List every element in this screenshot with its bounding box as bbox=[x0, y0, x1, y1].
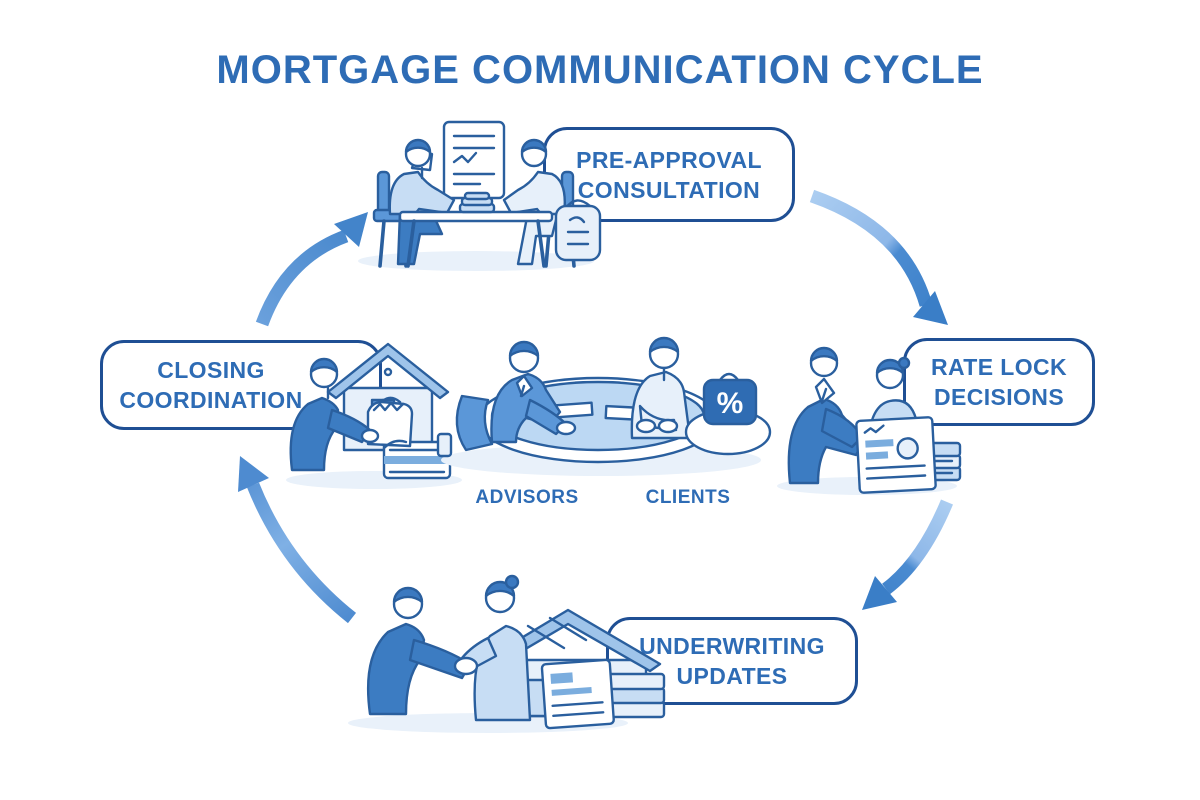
stage-label-line: DECISIONS bbox=[933, 384, 1065, 410]
stage-label-line: UPDATES bbox=[676, 663, 788, 689]
chair bbox=[455, 394, 494, 452]
page-title: MORTGAGE COMMUNICATION CYCLE bbox=[216, 48, 984, 92]
cycle-arrow-bottom-left bbox=[238, 456, 357, 624]
bag-icon bbox=[554, 199, 602, 262]
advisor-figure bbox=[490, 340, 577, 444]
stage-label-line: COORDINATION bbox=[119, 387, 303, 413]
percent-badge-icon: % bbox=[702, 372, 758, 426]
desk bbox=[398, 210, 554, 223]
stage-label-line: CONSULTATION bbox=[577, 176, 761, 203]
cycle-arrow-top-left bbox=[255, 212, 368, 327]
illustration-pre-approval-consultation bbox=[358, 120, 602, 271]
stage-box-rate-lock: RATE LOCK DECISIONS bbox=[903, 338, 1095, 426]
paper-stack-icon bbox=[458, 191, 496, 214]
clients-label: CLIENTS bbox=[645, 487, 731, 508]
advisor-figure bbox=[366, 586, 472, 716]
client-figure bbox=[630, 336, 692, 440]
handshake-hands bbox=[453, 656, 479, 676]
illustration-advisors-clients: % bbox=[436, 336, 772, 476]
paper-box-icon bbox=[382, 440, 452, 480]
illustration-closing-coordination bbox=[286, 342, 462, 489]
stage-label-line: UNDERWRITING bbox=[639, 633, 825, 659]
cycle-arrow-bottom-right bbox=[862, 499, 953, 610]
stage-label-line: CLOSING bbox=[157, 357, 265, 383]
stage-label-line: RATE LOCK bbox=[930, 354, 1068, 380]
percent-symbol: % bbox=[717, 387, 744, 420]
client-figure bbox=[502, 138, 566, 266]
illustration-underwriting-updates bbox=[348, 574, 666, 733]
advisors-label: ADVISORS bbox=[475, 487, 579, 508]
advisor-figure bbox=[289, 357, 380, 472]
client-figure bbox=[453, 574, 532, 722]
stage-label-line: PRE-APPROVAL bbox=[576, 146, 762, 173]
document-stack-icon bbox=[540, 658, 666, 730]
illustration-rate-lock-decisions bbox=[777, 346, 962, 495]
advisor-figure bbox=[787, 346, 866, 485]
phone-icon bbox=[436, 432, 453, 458]
cycle-arrow-top-right bbox=[809, 189, 948, 325]
rate-document-icon bbox=[855, 416, 937, 494]
